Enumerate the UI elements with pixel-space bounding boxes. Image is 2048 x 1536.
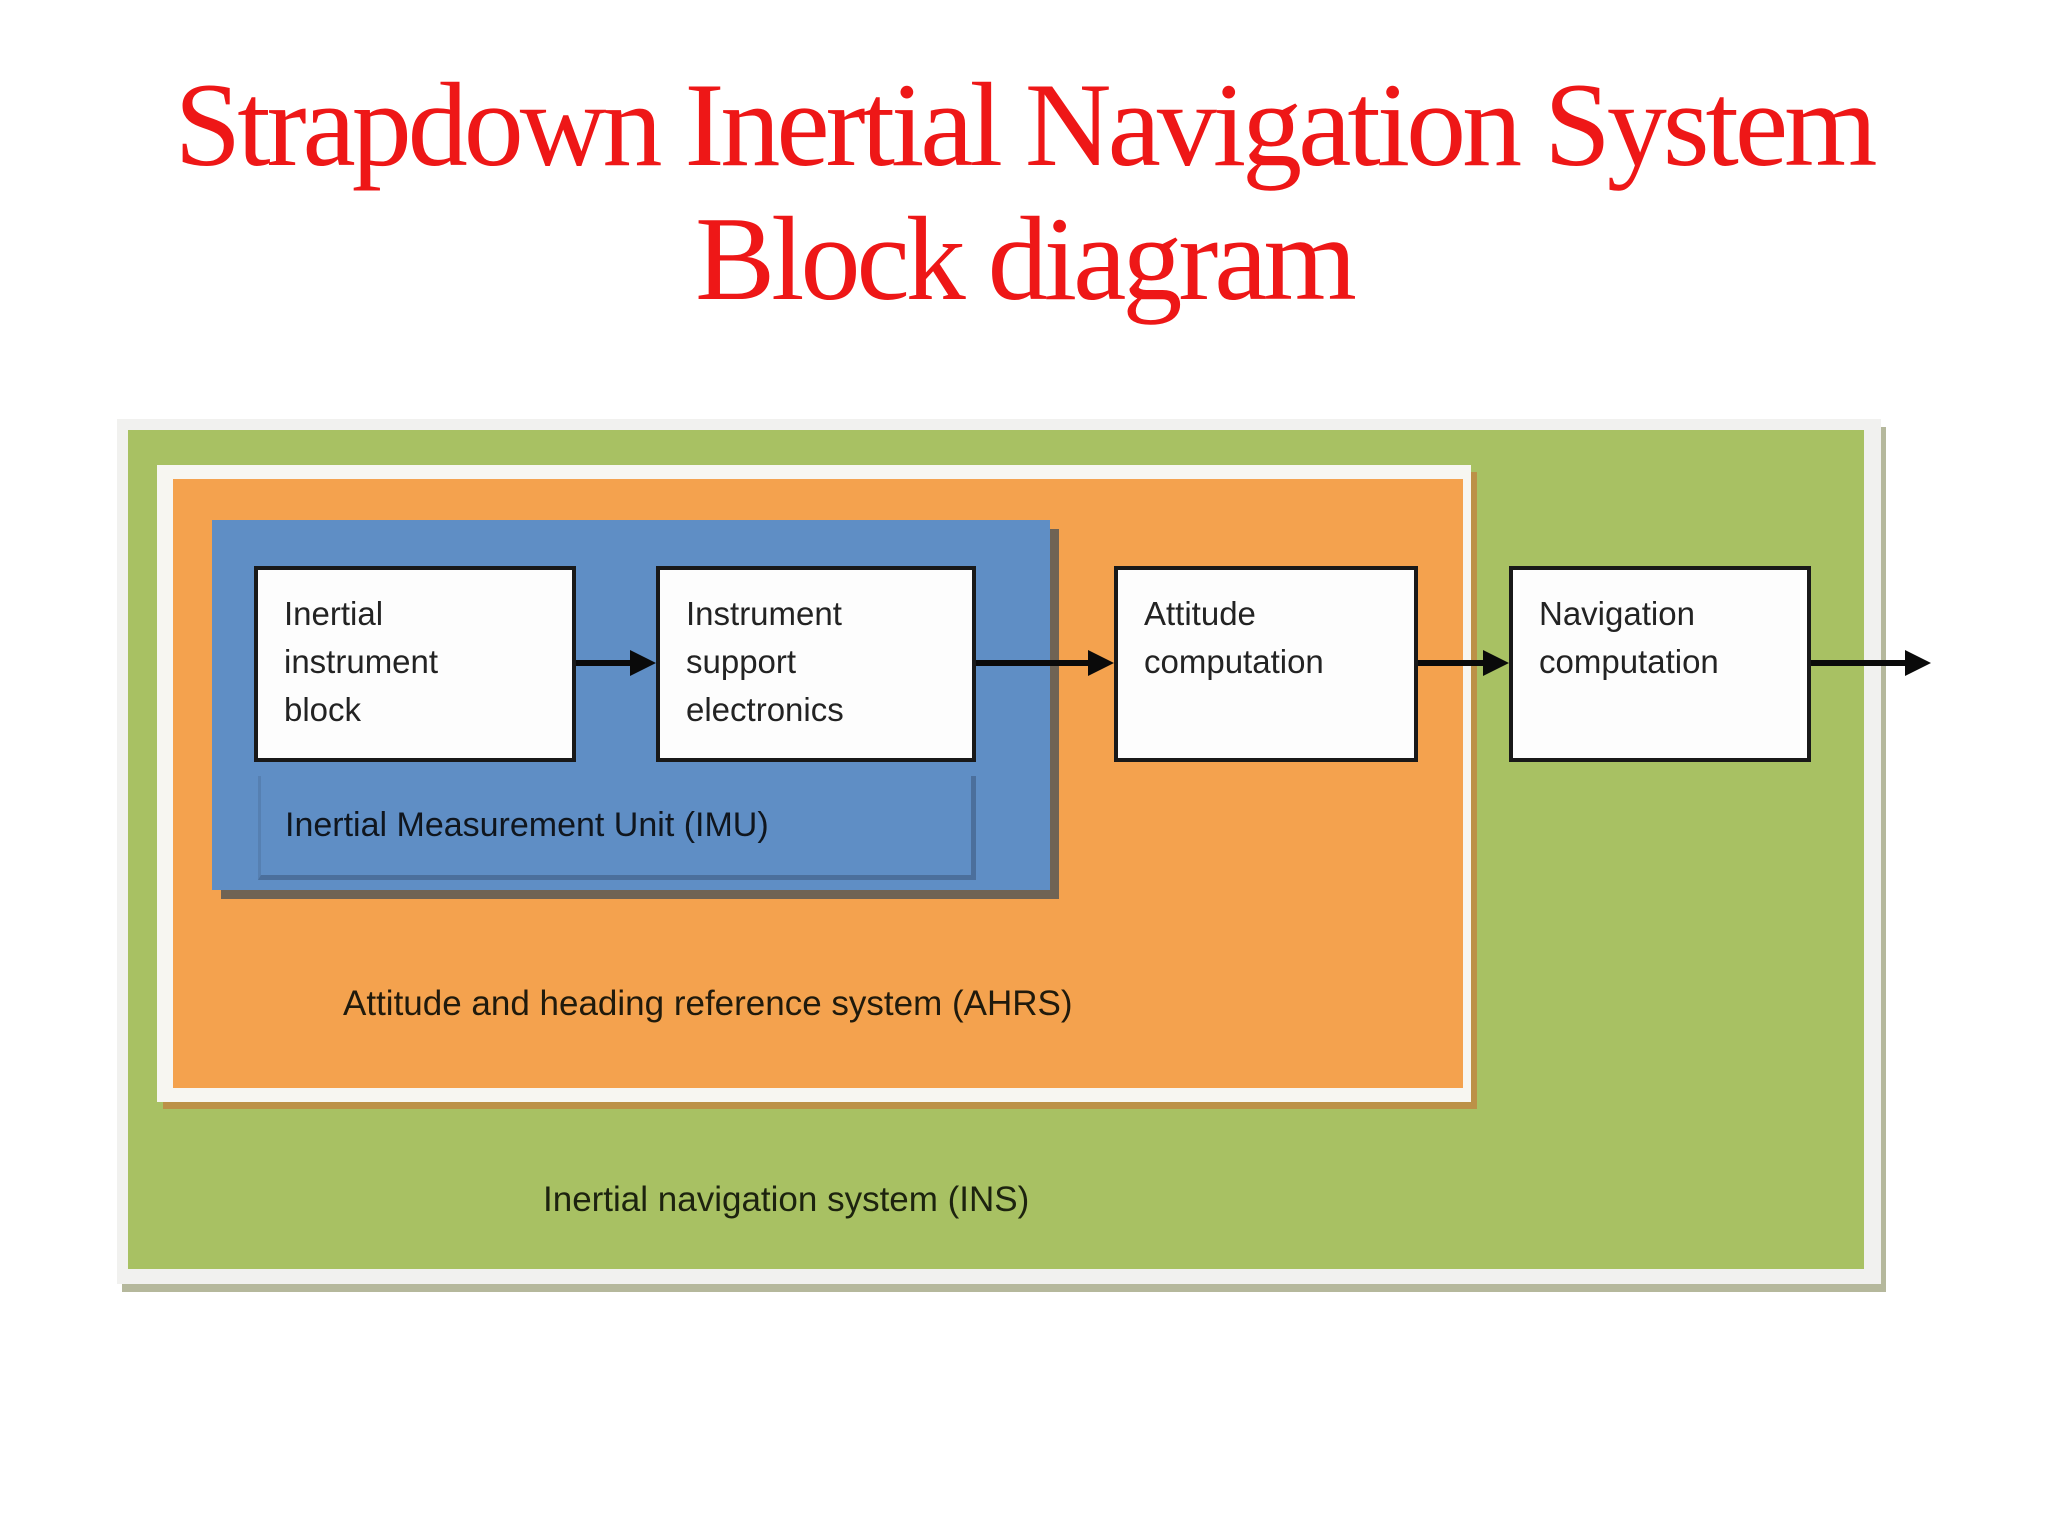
- imu-label: Inertial Measurement Unit (IMU): [285, 806, 769, 844]
- imu-label-panel: Inertial Measurement Unit (IMU): [258, 776, 976, 880]
- block-line: electronics: [686, 691, 844, 728]
- block-line: Attitude: [1144, 595, 1256, 632]
- ins-label: Inertial navigation system (INS): [543, 1180, 1030, 1219]
- block-instrument-support-electronics: Instrument support electronics: [656, 566, 976, 762]
- block-line: block: [284, 691, 362, 728]
- flow-arrow-1-head: [630, 650, 656, 676]
- block-line: Instrument: [686, 595, 842, 632]
- block-line: support: [686, 643, 797, 680]
- flow-arrow-2-line: [976, 660, 1092, 666]
- block-line: instrument: [284, 643, 439, 680]
- block-line: Inertial: [284, 595, 384, 632]
- block-line: Navigation: [1539, 595, 1695, 632]
- block-inertial-instrument: Inertial instrument block: [254, 566, 576, 762]
- title-line-2: Block diagram: [695, 192, 1357, 325]
- flow-arrow-output-head: [1905, 650, 1931, 676]
- flow-arrow-1-line: [576, 660, 634, 666]
- flow-arrow-3-head: [1483, 650, 1509, 676]
- title-line-1: Strapdown Inertial Navigation System: [174, 58, 1877, 191]
- block-attitude-computation: Attitude computation: [1114, 566, 1418, 762]
- flow-arrow-3-line: [1418, 660, 1487, 666]
- block-line: computation: [1539, 643, 1719, 680]
- block-navigation-computation: Navigation computation: [1509, 566, 1811, 762]
- ahrs-label: Attitude and heading reference system (A…: [343, 984, 1073, 1023]
- block-line: computation: [1144, 643, 1324, 680]
- flow-arrow-output-line: [1811, 660, 1909, 666]
- flow-arrow-2-head: [1088, 650, 1114, 676]
- slide-title: Strapdown Inertial Navigation System Blo…: [0, 58, 2048, 326]
